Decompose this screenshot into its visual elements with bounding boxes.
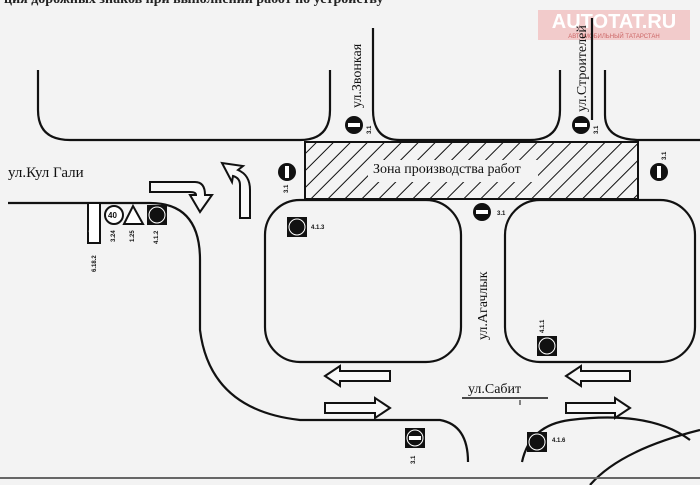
sign-label-3-1: 3.1 <box>411 455 417 464</box>
detour-arrow-right <box>565 396 632 420</box>
street-label-sabit: ул.Сабит <box>468 382 522 397</box>
street-label-zvonkaya: ул.Звонкая <box>350 43 365 108</box>
sign-label-3-1: 3.1 <box>662 151 668 160</box>
sign-label-4-1-2: 4.1.2 <box>154 230 160 244</box>
sign-label-3-24: 3.24 <box>111 230 117 242</box>
street-label-agachlyk: ул.Агачлык <box>476 271 491 340</box>
speed-limit-sign <box>104 205 124 225</box>
sign-label-4-1-6: 4.1.6 <box>552 438 566 444</box>
square-signs <box>147 205 557 452</box>
no-entry-signs <box>278 116 668 221</box>
sign-label-4-1-3: 4.1.3 <box>311 225 325 231</box>
sign-label-6-18-2: 6.18.2 <box>92 255 98 272</box>
speed-limit-value: 40 <box>108 211 117 220</box>
street-label-kul-gali: ул.Кул Гали <box>8 165 84 181</box>
turn-arrow <box>149 181 214 214</box>
detour-sign <box>87 202 101 244</box>
sign-label-1-25: 1.25 <box>130 230 136 242</box>
work-zone-label: Зона производства работ <box>373 162 521 177</box>
sign-label-3-1: 3.1 <box>367 125 373 134</box>
sign-label-3-1: 3.1 <box>497 211 506 217</box>
header-text: ция дорожных знаков при выполнении работ… <box>4 0 384 8</box>
road-edge <box>8 201 470 463</box>
street-label-stroiteley: ул.Строителей <box>575 25 590 112</box>
road-edge <box>603 70 700 142</box>
block <box>503 198 697 364</box>
sign-label-3-1: 3.1 <box>284 184 290 193</box>
detour-arrow-right <box>324 396 392 420</box>
road-edge <box>371 28 562 142</box>
turn-arrow <box>220 161 251 219</box>
detour-arrow-left <box>564 364 631 388</box>
detour-sign-text: Объезд <box>89 213 96 240</box>
sign-label-4-1-1: 4.1.1 <box>540 319 546 333</box>
road-edge <box>36 70 332 142</box>
sign-label-3-1: 3.1 <box>594 125 600 134</box>
detour-arrow-left <box>323 364 391 388</box>
warning-sign <box>122 203 145 225</box>
